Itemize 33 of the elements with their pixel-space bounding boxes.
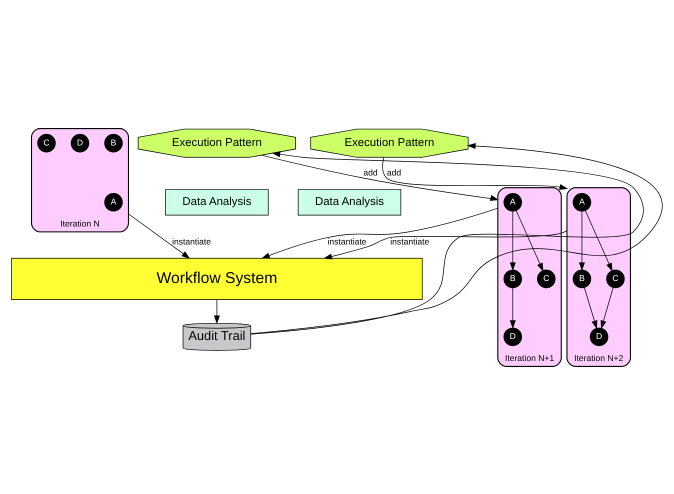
- arrow: [584, 286, 598, 329]
- node-circle: C: [37, 133, 56, 152]
- arrow: [382, 156, 568, 190]
- arrow: [600, 286, 614, 329]
- edge-label: add: [386, 167, 402, 178]
- node-circle: B: [572, 269, 592, 288]
- edge-label: instantiate: [328, 236, 366, 246]
- node-circle: A: [504, 192, 522, 212]
- node-box: Workflow System: [11, 257, 423, 300]
- arrow: [323, 230, 568, 259]
- arrow: [128, 213, 190, 258]
- node-circle: D: [504, 327, 522, 346]
- node-box: Data Analysis: [165, 188, 269, 215]
- arrow: [510, 210, 516, 270]
- arrow: [510, 287, 516, 328]
- arrow: [261, 154, 499, 200]
- arrow: [516, 210, 544, 272]
- node-circle: A: [104, 192, 123, 212]
- node-circle: C: [537, 269, 556, 288]
- arrow: [261, 207, 498, 258]
- node-circle: A: [572, 192, 592, 212]
- node-circle: D: [70, 133, 90, 152]
- arrow: [585, 210, 612, 272]
- node-circle: C: [606, 269, 625, 288]
- node-circle: B: [504, 269, 522, 288]
- edge-label: instantiate: [172, 236, 212, 246]
- arrow: [578, 210, 585, 270]
- node-box: Data Analysis: [298, 188, 402, 215]
- arrow: [214, 298, 220, 324]
- edge-label: instantiate: [390, 236, 430, 246]
- node-circle: D: [590, 327, 608, 346]
- edge-label: add: [363, 167, 378, 178]
- node-circle: B: [104, 133, 123, 152]
